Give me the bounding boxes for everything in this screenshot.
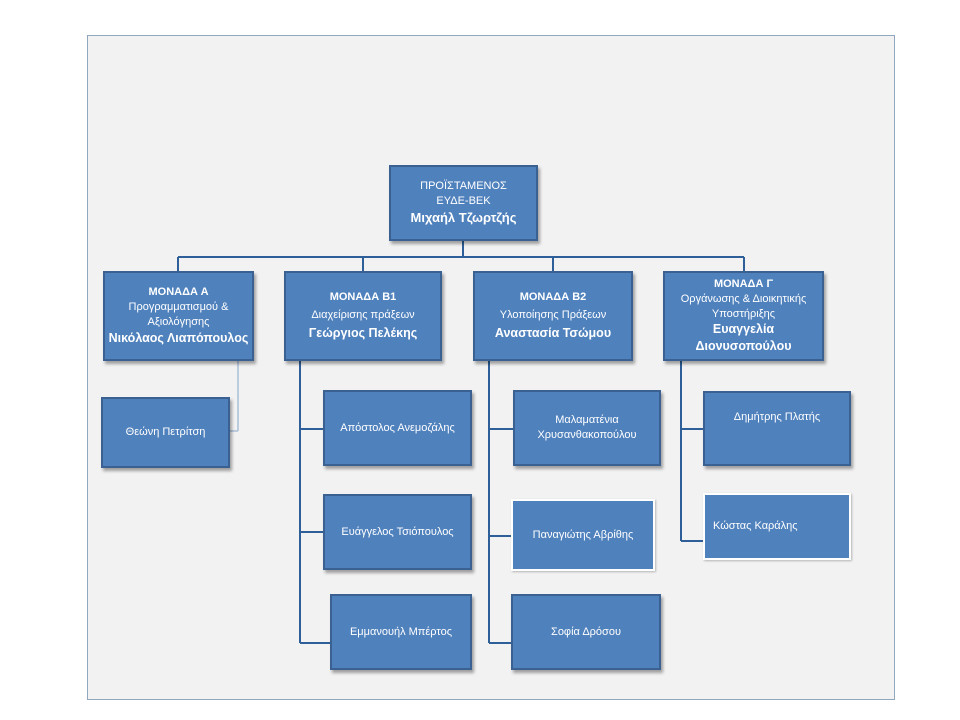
unit-g-title: ΜΟΝΑΔΑ Γ: [713, 277, 774, 290]
unit-b2-member-3: Σοφία Δρόσου: [511, 594, 661, 670]
unit-g-member-2: Κώστας Καράλης: [703, 493, 851, 560]
unit-b2-box: ΜΟΝΑΔΑ Β2 Υλοποίησης Πράξεων Αναστασία Τ…: [473, 271, 633, 361]
unit-b1-title: ΜΟΝΑΔΑ Β1: [329, 290, 397, 303]
unit-g-desc2: Υποστήριξης: [711, 307, 776, 320]
unit-b2-member-2: Παναγιώτης Αβρίθης: [511, 499, 655, 571]
member-name: Ευάγγελος Τσιόπουλος: [341, 525, 454, 538]
unit-a-desc1: Προγραμματισμού &: [128, 301, 229, 314]
unit-b2-desc1: Υλοποίησης Πράξεων: [499, 308, 607, 321]
member-name: Δημήτρης Πλατής: [733, 411, 821, 423]
director-name: Μιχαήλ Τζωρτζής: [410, 210, 517, 226]
member-name: Απόστολος Ανεμοζάλης: [340, 421, 455, 434]
director-title: ΠΡΟΪΣΤΑΜΕΝΟΣ: [420, 180, 507, 193]
chart-background: [87, 35, 895, 700]
unit-a-head-name: Νικόλαος Λιαπόπουλος: [108, 330, 249, 345]
member-name: Μαλαματένια Χρυσανθακοπούλου: [537, 414, 637, 441]
unit-a-member-1: Θεώνη Πετρίτση: [101, 397, 230, 468]
unit-b2-member-1: Μαλαματένια Χρυσανθακοπούλου: [513, 390, 661, 466]
member-name: Κώστας Καράλης: [713, 520, 798, 533]
member-name: Σοφία Δρόσου: [551, 625, 621, 638]
director-box: ΠΡΟΪΣΤΑΜΕΝΟΣ ΕΥΔΕ-ΒΕΚ Μιχαήλ Τζωρτζής: [389, 165, 538, 241]
member-name: Θεώνη Πετρίτση: [125, 426, 206, 439]
unit-g-desc1: Οργάνωσης & Διοικητικής: [680, 292, 807, 305]
unit-a-title: ΜΟΝΑΔΑ Α: [148, 286, 209, 299]
unit-b1-desc1: Διαχείρισης πράξεων: [311, 308, 415, 321]
member-name: Παναγιώτης Αβρίθης: [532, 528, 634, 541]
director-dept: ΕΥΔΕ-ΒΕΚ: [436, 195, 491, 208]
unit-a-box: ΜΟΝΑΔΑ Α Προγραμματισμού & Αξιολόγησης Ν…: [103, 271, 254, 361]
unit-g-head-name: Ευαγγελία Διονυσοπούλου: [695, 322, 792, 354]
unit-b1-head-name: Γεώργιος Πελέκης: [308, 326, 418, 341]
unit-a-desc2: Αξιολόγησης: [147, 315, 210, 328]
member-name: Εμμανουήλ Μπέρτος: [349, 625, 453, 638]
unit-b2-title: ΜΟΝΑΔΑ Β2: [519, 290, 587, 303]
unit-b2-head-name: Αναστασία Τσώμου: [494, 326, 612, 341]
unit-b1-member-2: Ευάγγελος Τσιόπουλος: [323, 494, 472, 570]
unit-b1-box: ΜΟΝΑΔΑ Β1 Διαχείρισης πράξεων Γεώργιος Π…: [284, 271, 442, 361]
unit-b1-member-3: Εμμανουήλ Μπέρτος: [330, 594, 472, 670]
unit-g-member-1: Δημήτρης Πλατής: [703, 391, 851, 466]
unit-g-box: ΜΟΝΑΔΑ Γ Οργάνωσης & Διοικητικής Υποστήρ…: [663, 271, 824, 361]
unit-b1-member-1: Απόστολος Ανεμοζάλης: [323, 390, 472, 466]
